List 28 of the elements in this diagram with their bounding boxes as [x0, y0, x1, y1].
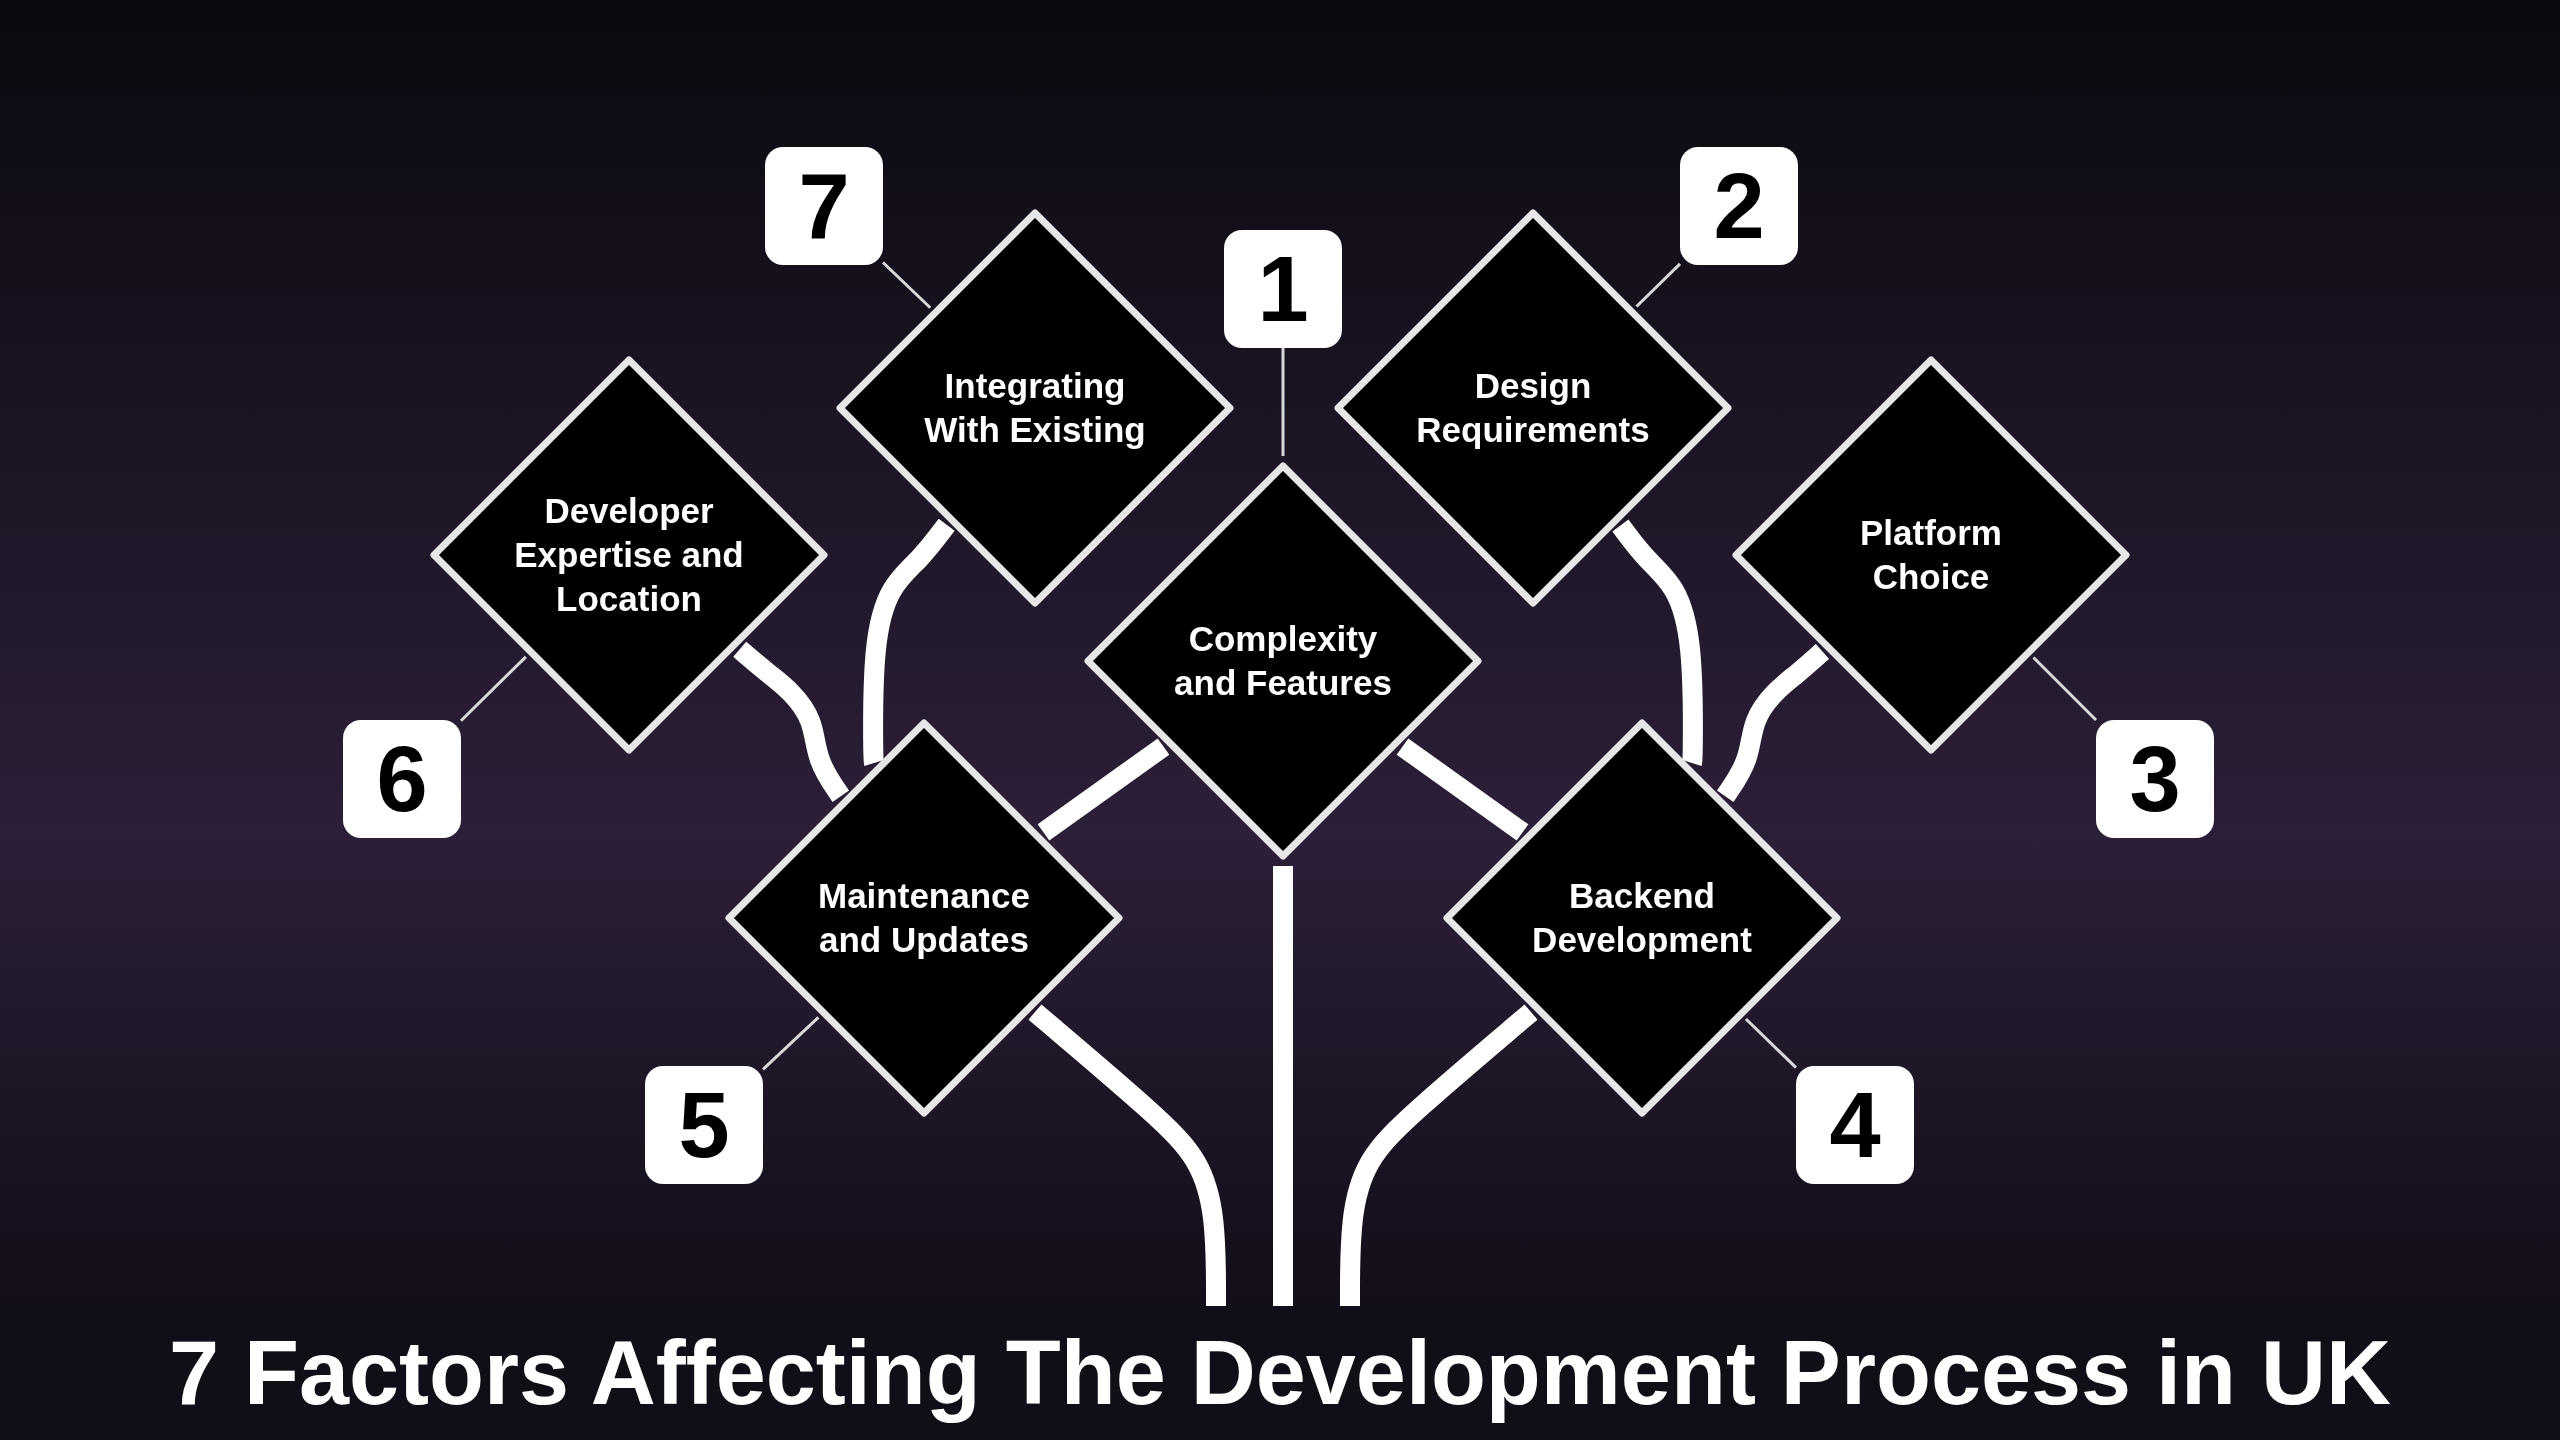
step-number: 5: [645, 1066, 763, 1184]
tree-branch: [1273, 866, 1293, 1306]
factor-label: Integrating With Existing: [923, 365, 1147, 451]
step-number: 2: [1680, 147, 1798, 265]
tree-branch: [733, 641, 849, 802]
step-number: 4: [1796, 1066, 1914, 1184]
factor-label: Platform Choice: [1859, 512, 2003, 598]
leader-line: [2032, 656, 2098, 722]
factor-label: Backend Development: [1531, 875, 1753, 961]
tree-branch: [1340, 1004, 1538, 1306]
leader-line: [1281, 348, 1285, 456]
tree-branch: [1037, 738, 1170, 841]
leader-line: [1744, 1017, 1798, 1069]
leader-line: [881, 261, 932, 309]
step-number: 1: [1224, 230, 1342, 348]
step-number: 6: [343, 720, 461, 838]
factor-label: Maintenance and Updates: [817, 875, 1031, 961]
leader-line: [761, 1016, 820, 1071]
step-number: 7: [765, 147, 883, 265]
tree-branch: [1716, 644, 1830, 802]
factor-label: Developer Expertise and Location: [513, 490, 745, 620]
tree-branch: [1396, 738, 1529, 841]
step-number: 3: [2096, 720, 2214, 838]
tree-branch: [1028, 1004, 1226, 1306]
factor-label: Complexity and Features: [1173, 618, 1393, 704]
factor-label: Design Requirements: [1415, 365, 1651, 451]
leader-line: [459, 655, 527, 722]
leader-line: [1635, 262, 1682, 308]
